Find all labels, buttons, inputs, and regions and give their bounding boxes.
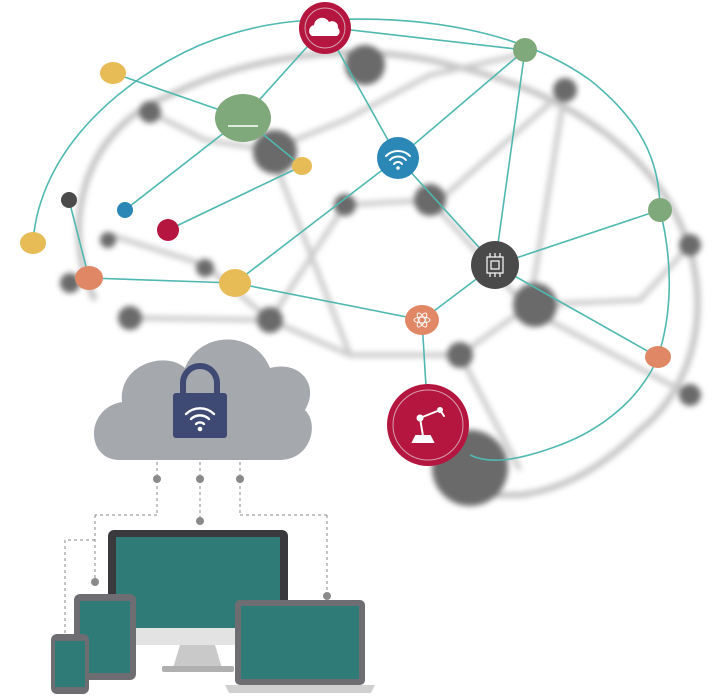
shadow-node xyxy=(679,384,701,406)
brain-shadow-layer xyxy=(60,45,701,506)
chip-icon xyxy=(486,253,504,277)
dark-node xyxy=(61,192,77,208)
shadow-node xyxy=(100,232,116,248)
gold-node xyxy=(219,269,251,297)
gold-node xyxy=(292,157,312,175)
brain-outline xyxy=(75,49,701,498)
wifi-icon xyxy=(385,150,411,165)
green-node xyxy=(648,198,672,222)
tablet xyxy=(74,594,136,680)
wifi-icon xyxy=(184,407,216,426)
lock-icon xyxy=(173,363,227,438)
atom-icon-node xyxy=(405,305,439,335)
salmon-node xyxy=(645,346,671,368)
green-node-large xyxy=(215,94,271,142)
laptop xyxy=(225,600,375,693)
shadow-node xyxy=(513,283,557,327)
cloud-icon xyxy=(309,17,340,36)
gold-node xyxy=(20,232,46,254)
chip-icon-node xyxy=(471,241,519,289)
gold-node xyxy=(100,62,126,84)
shadow-node xyxy=(139,101,161,123)
shadow-node xyxy=(414,184,446,216)
cloud-icon-node xyxy=(299,2,351,54)
shadow-node xyxy=(334,194,356,216)
shadow-node xyxy=(257,307,283,333)
shadow-node xyxy=(196,259,214,277)
green-node xyxy=(513,38,537,62)
shadow-node xyxy=(253,130,297,174)
magenta-node xyxy=(157,219,179,241)
network-nodes xyxy=(20,38,672,368)
shadow-node xyxy=(679,234,701,256)
smartphone xyxy=(51,634,89,694)
device-connectors xyxy=(64,462,328,635)
shadow-node xyxy=(345,45,385,85)
robot-arm-icon xyxy=(411,407,445,443)
atom-icon xyxy=(413,312,431,328)
wifi-icon-node xyxy=(377,137,419,179)
robot-arm-icon-node xyxy=(387,384,469,466)
shadow-node xyxy=(447,342,473,368)
shadow-node xyxy=(118,306,142,330)
salmon-node xyxy=(75,266,103,290)
blue-node xyxy=(117,202,133,218)
shadow-node xyxy=(553,78,577,102)
secure-cloud xyxy=(93,339,312,460)
